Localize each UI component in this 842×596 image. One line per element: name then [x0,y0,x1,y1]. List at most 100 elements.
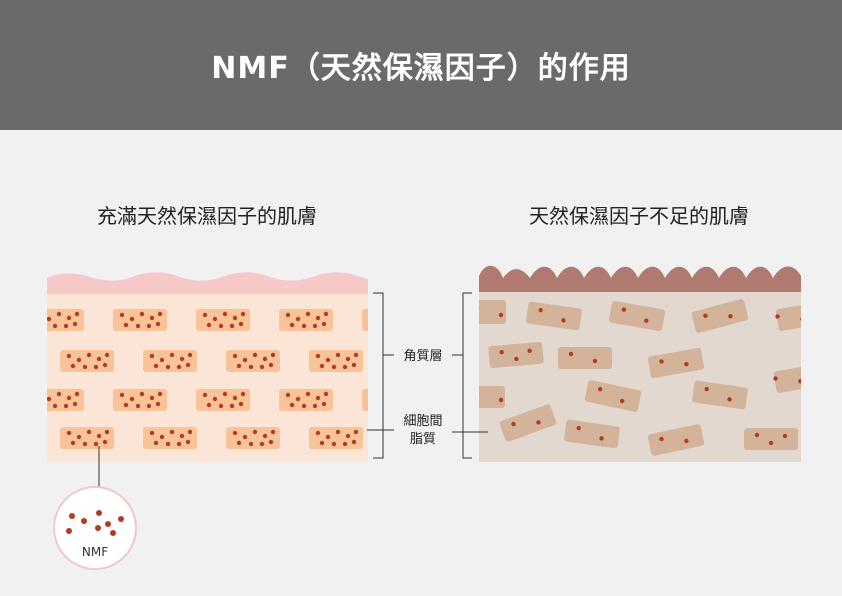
nmf-dot [242,357,248,363]
dry-cell [526,301,582,331]
nmf-dot [119,392,125,398]
nmf-dot [295,316,301,322]
intercellular-lipid-label-line1: 細胞間 [403,414,442,429]
nmf-dot [232,430,238,436]
page-title: NMF（天然保濕因子）的作用 [211,51,631,86]
dry-cell [479,386,505,408]
nmf-molecules [66,510,124,536]
nmf-dot [153,440,159,446]
dry-cell [647,424,705,456]
healthy-cell [60,427,114,449]
nmf-dot [268,439,274,445]
nmf-dot [252,352,258,358]
nmf-dot [405,402,409,406]
nmf-dot [159,357,165,363]
nmf-dot [206,322,212,328]
nmf-dot [41,323,45,327]
nmf-dot [305,391,311,397]
dry-cell [773,367,801,393]
nmf-dot [252,429,258,435]
nmf-dot [123,322,129,328]
healthy-cell [279,389,333,411]
nmf-dot [599,436,604,441]
nmf-dot [222,311,228,317]
nmf-dot [511,421,516,427]
nmf-dot [773,376,778,381]
nmf-dot [232,353,238,359]
header-banner: NMF（天然保濕因子）的作用 [0,0,842,130]
nmf-dot [93,441,99,447]
healthy-cell [309,350,363,372]
nmf-dot [405,322,409,326]
nmf-dot [342,364,348,370]
nmf-dot [703,313,708,318]
nmf-dot [270,429,276,435]
healthy-cell [362,309,411,331]
nmf-dot [385,324,389,328]
nmf-dot [238,321,244,327]
nmf-dot [353,352,359,358]
dry-cell-body [647,347,705,379]
nmf-dot [179,433,185,439]
nmf-dot [323,311,329,317]
dry-cell-layer [479,299,801,456]
nmf-dot [102,439,108,445]
nmf-dot [385,404,389,408]
nmf-dot [315,315,321,321]
nmf-dot [236,440,242,446]
nmf-dot [407,312,411,316]
nmf-dot [72,321,78,327]
nmf-dot [319,440,325,446]
nmf-dot [86,429,92,435]
nmf-dot [325,434,331,440]
nmf-dot [728,314,733,319]
nmf-dot [262,433,268,439]
healthy-cell [41,389,84,411]
dry-cell-body [499,404,557,442]
nmf-dot [373,403,377,407]
dry-cell [488,341,544,369]
nmf-dot [312,323,318,329]
nmf-dot [206,402,212,408]
nmf-dot [527,348,532,353]
nmf-dot [212,396,218,402]
nmf-dot [351,362,357,368]
dry-cell-body [647,424,705,456]
nmf-dot [47,396,52,402]
healthy-cell [143,427,197,449]
nmf-dot [389,392,393,396]
nmf-dot [498,397,504,403]
nmf-dot [139,311,145,317]
nmf-dot [536,420,541,425]
nmf-dot [202,312,208,318]
nmf-dot [146,323,152,329]
nmf-dot [104,429,110,435]
dry-cell [691,299,749,333]
nmf-dot [514,356,519,362]
nmf-dot [323,391,329,397]
nmf-dot [157,391,163,397]
nmf-dot [295,396,301,402]
intercellular-lipid-label-line2: 脂質 [410,432,436,447]
nmf-dot [41,403,45,407]
nmf-dot [345,433,351,439]
nmf-dot [242,434,248,440]
nmf-dot [76,357,82,363]
nmf-dot [331,364,337,370]
nmf-dot [319,363,325,369]
nmf-dot [289,322,295,328]
nmf-dot [407,392,411,396]
nmf-dot [76,434,82,440]
nmf-dot [66,315,72,321]
healthy-skin-caption: 充滿天然保濕因子的肌膚 [97,204,317,228]
nmf-dot [659,359,664,364]
nmf-dot [66,430,72,436]
nmf-dot [684,438,689,444]
nmf-dot [289,402,295,408]
nmf-dot [52,323,58,329]
nmf-molecule [118,516,124,522]
nmf-dot [222,391,228,397]
nmf-dot [185,362,191,368]
nmf-dot [704,386,709,392]
nmf-molecule [95,525,101,531]
